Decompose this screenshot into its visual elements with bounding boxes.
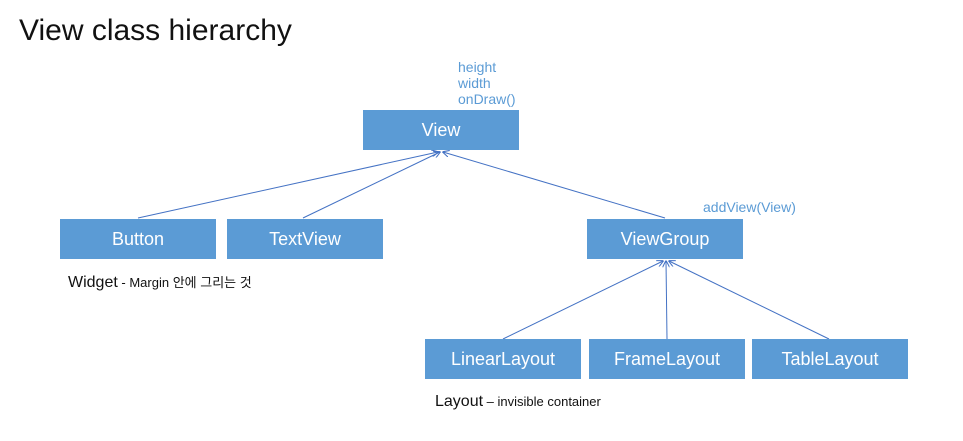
node-view: View <box>363 110 519 150</box>
view-member-height: height <box>458 59 497 75</box>
layout-note: Layout – invisible container <box>435 393 601 411</box>
node-viewgroup: ViewGroup <box>587 219 743 259</box>
view-member-width: width <box>458 75 491 91</box>
widget-note-label: Widget <box>68 274 118 291</box>
layout-note-label: Layout <box>435 393 484 410</box>
edge-framelayout-viewgroup <box>666 261 667 340</box>
node-button: Button <box>60 219 216 259</box>
edge-tablelayout-viewgroup <box>669 261 830 340</box>
node-framelayout: FrameLayout <box>589 339 745 379</box>
widget-note-desc: - Margin 안에 그리는 것 <box>117 275 252 290</box>
edge-button-view <box>137 152 438 219</box>
view-members-annotation: height width onDraw() <box>458 59 516 107</box>
viewgroup-member-annotation: addView(View) <box>703 199 796 215</box>
widget-note: Widget - Margin 안에 그리는 것 <box>68 272 252 292</box>
layout-note-desc: – invisible container <box>483 394 601 409</box>
edge-textview-view <box>302 152 440 219</box>
node-tablelayout: TableLayout <box>752 339 908 379</box>
edge-linearlayout-viewgroup <box>502 261 663 340</box>
edge-viewgroup-view <box>443 152 666 219</box>
node-textview: TextView <box>227 219 383 259</box>
node-linearlayout: LinearLayout <box>425 339 581 379</box>
view-member-ondraw: onDraw() <box>458 91 516 107</box>
page-title: View class hierarchy <box>19 14 292 47</box>
